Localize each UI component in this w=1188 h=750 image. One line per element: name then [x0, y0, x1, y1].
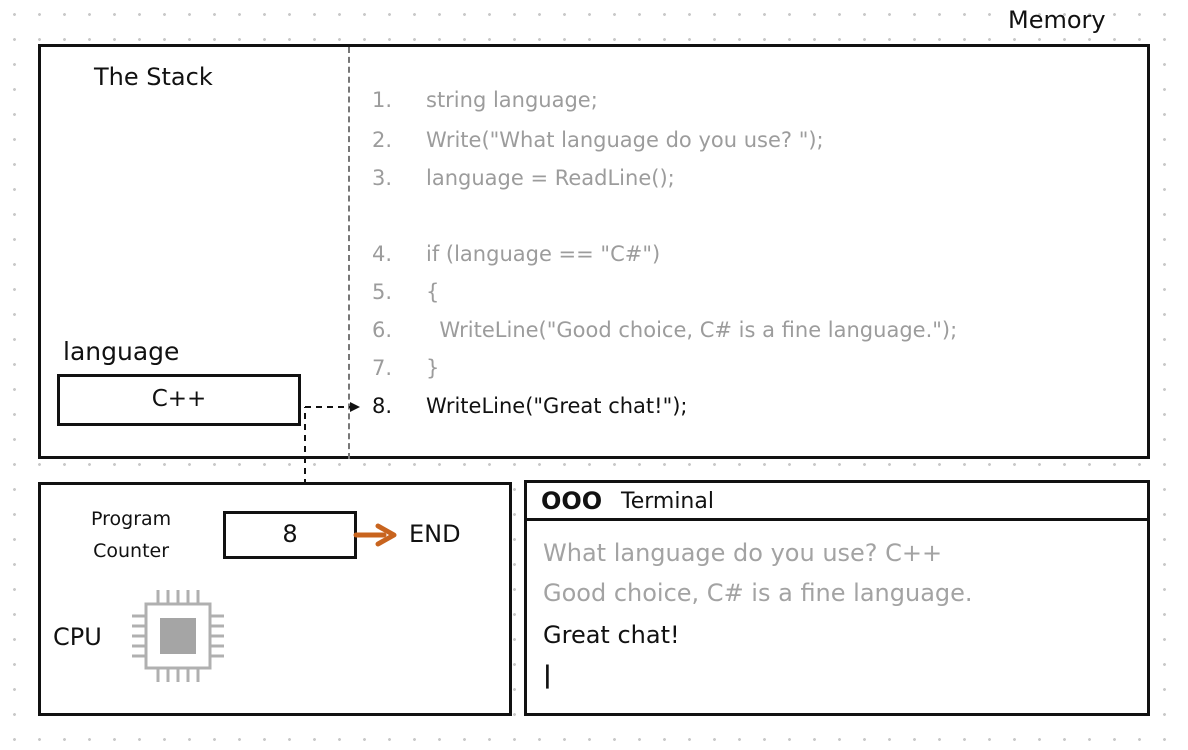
code-line-number: 2. [372, 128, 393, 152]
code-line-8: 8. WriteLine("Great chat!"); [372, 394, 688, 418]
terminal-panel: OOO Terminal What language do you use? C… [524, 480, 1150, 716]
code-line-number: 3. [372, 166, 393, 190]
code-line-4: 4. if (language == "C#") [372, 242, 660, 266]
variable-value-box: C++ [57, 374, 301, 426]
code-line-text: { [426, 280, 440, 304]
program-counter-label: Program Counter [91, 503, 171, 567]
code-line-number: 1. [372, 88, 393, 112]
code-line-text: string language; [426, 88, 598, 112]
code-line-number: 5. [372, 280, 393, 304]
memory-panel: The Stack language C++ [38, 44, 1150, 459]
cpu-label: CPU [53, 623, 102, 651]
terminal-cursor[interactable]: | [543, 661, 552, 689]
program-counter-box: 8 [223, 511, 357, 559]
code-line-text: WriteLine("Great chat!"); [426, 394, 688, 418]
end-label: END [409, 520, 461, 548]
code-line-7: 7.} [372, 356, 439, 380]
code-line-text: if (language == "C#") [426, 242, 661, 266]
terminal-output-line: Good choice, C# is a fine language. [543, 579, 973, 607]
cpu-panel: Program Counter 8 END CPU [38, 482, 512, 716]
code-line-number: 7. [372, 356, 393, 380]
variable-value: C++ [151, 386, 207, 412]
code-line-6: 6. WriteLine("Good choice, C# is a fine … [372, 318, 957, 342]
code-line-text: WriteLine("Good choice, C# is a fine lan… [426, 318, 958, 342]
code-line-3: 3. language = ReadLine(); [372, 166, 675, 190]
cpu-chip-icon [132, 590, 224, 682]
window-controls-icon: OOO [541, 487, 603, 515]
code-line-number: 4. [372, 242, 393, 266]
code-line-text: language = ReadLine(); [426, 166, 675, 190]
code-line-5: 5. { [372, 280, 439, 304]
stack-divider [348, 47, 350, 459]
terminal-title: Terminal [621, 489, 714, 514]
code-line-number: 8. [372, 394, 393, 418]
terminal-output-line: What language do you use? C++ [543, 539, 943, 567]
code-line-text: } [426, 356, 440, 380]
program-counter-label-line2: Counter [93, 540, 170, 562]
code-line-2: 2. Write("What language do you use? "); [372, 128, 824, 152]
code-line-1: 1. string language; [372, 88, 598, 112]
terminal-output-line: Great chat! [543, 621, 680, 649]
variable-name-label: language [63, 337, 180, 366]
program-counter-value: 8 [282, 520, 298, 548]
code-line-text: Write("What language do you use? "); [426, 128, 824, 152]
code-line-number: 6. [372, 318, 393, 342]
memory-label: Memory [1008, 6, 1106, 34]
program-counter-label-line1: Program [91, 508, 172, 530]
stack-title: The Stack [94, 63, 213, 91]
terminal-titlebar: OOO Terminal [527, 483, 1147, 521]
